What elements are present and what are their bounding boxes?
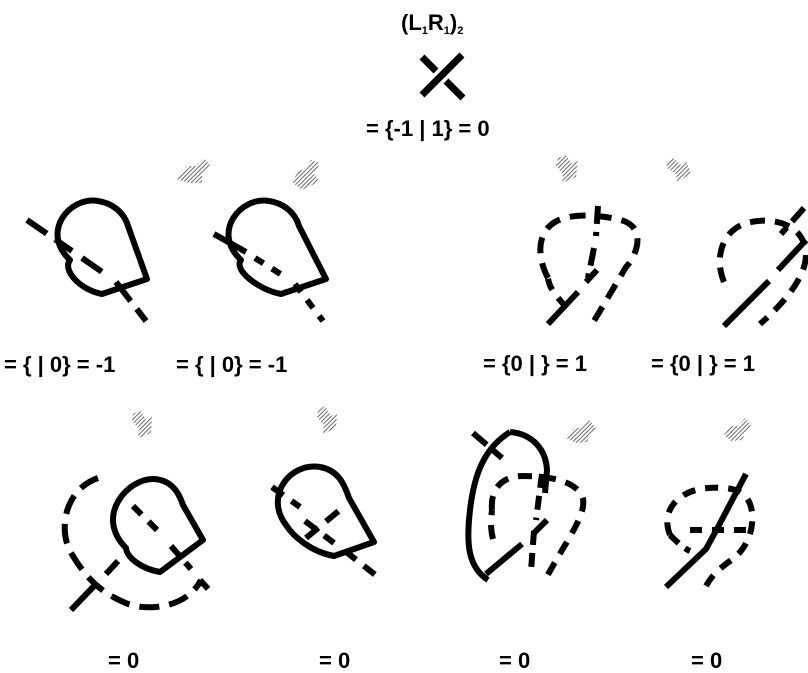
arrow-root-left-a — [176, 158, 211, 183]
arrow-left-b-down — [317, 406, 337, 434]
right-b-value-label: = {0 | } = 1 — [651, 351, 756, 376]
knot-level2-a — [61, 475, 213, 613]
arrow-root-left-b — [292, 160, 320, 190]
root-title-part: (L — [401, 10, 422, 35]
root-title-sub: 2 — [457, 25, 464, 37]
knot-level1-right-a — [537, 205, 641, 327]
level2-a-value-label: = 0 — [108, 648, 140, 673]
knot-level1-left-b — [212, 197, 329, 323]
level2-d-value-label: = 0 — [691, 648, 723, 673]
left-a-value-label: = { | 0} = -1 — [4, 352, 116, 377]
root-title-part: R — [427, 10, 444, 35]
root-value-label: = {-1 | 1} = 0 — [366, 116, 490, 141]
arrow-right-a-down — [566, 420, 596, 443]
knot-level2-b — [270, 463, 380, 580]
arrow-right-b-down — [724, 418, 751, 441]
root-crossing — [419, 52, 466, 101]
knot-level2-d — [663, 472, 756, 590]
arrow-root-right-b — [666, 158, 691, 182]
left-b-value-label: = { | 0} = -1 — [176, 352, 288, 377]
knot-level1-right-b — [716, 206, 808, 329]
arrow-root-right-a — [556, 155, 578, 183]
root-title: (L1R1)2 — [401, 12, 463, 37]
root-title-sub: 1 — [421, 25, 428, 37]
right-a-value-label: = {0 | } = 1 — [483, 351, 588, 376]
root-title-part: ) — [449, 10, 458, 35]
knot-level2-c — [465, 429, 587, 583]
level2-c-value-label: = 0 — [499, 648, 531, 673]
arrow-left-a-down — [132, 410, 152, 438]
root-title-sub: 1 — [443, 25, 450, 37]
knot-level1-left-a — [25, 197, 150, 323]
level2-b-value-label: = 0 — [319, 648, 351, 673]
